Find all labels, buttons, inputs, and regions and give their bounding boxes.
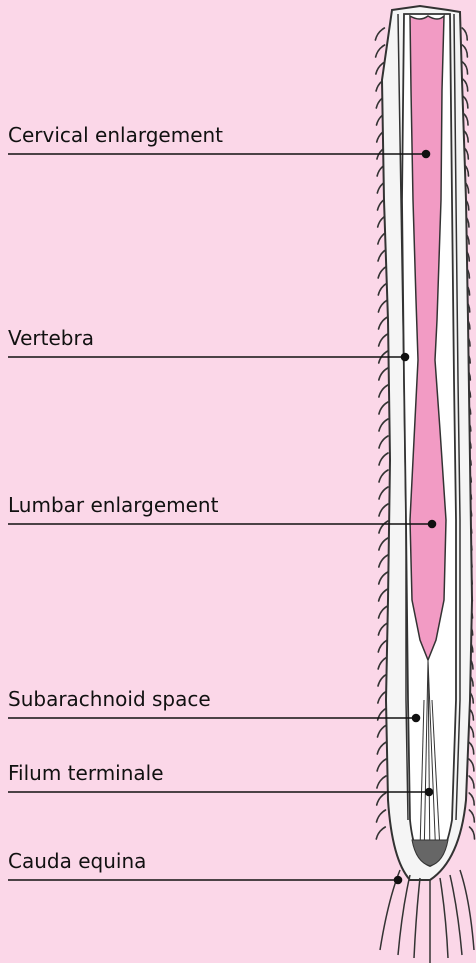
nerve-root-right xyxy=(469,810,474,822)
nerve-root-left xyxy=(379,521,388,533)
nerve-root-left xyxy=(378,300,387,312)
nerve-root-left xyxy=(379,334,388,346)
nerve-root-left xyxy=(376,45,385,57)
nerve-root-right xyxy=(462,28,467,40)
label-cervical-enlargement: Cervical enlargement xyxy=(8,124,223,146)
nerve-root-left xyxy=(376,827,385,839)
nerve-root-left xyxy=(379,555,388,567)
nerve-root-left xyxy=(377,776,386,788)
nerve-root-right xyxy=(469,776,474,788)
nerve-root-left xyxy=(379,368,388,380)
nerve-root-left xyxy=(377,725,386,737)
leader-dot-cauda xyxy=(395,877,402,884)
nerve-root-right xyxy=(462,45,467,57)
nerve-root-left xyxy=(379,317,388,329)
label-filum-terminale: Filum terminale xyxy=(8,762,164,784)
label-cauda-equina: Cauda equina xyxy=(8,850,146,872)
nerve-root-left xyxy=(377,759,386,771)
nerve-root-left xyxy=(377,793,386,805)
nerve-root-left xyxy=(379,606,388,618)
nerve-root-right xyxy=(469,759,474,771)
nerve-root-left xyxy=(379,470,388,482)
label-lumbar-enlargement: Lumbar enlargement xyxy=(8,494,218,516)
label-vertebra: Vertebra xyxy=(8,327,94,349)
nerve-root-left xyxy=(379,504,388,516)
nerve-root-left xyxy=(376,810,385,822)
nerve-root-right xyxy=(469,793,474,805)
nerve-root-left xyxy=(378,623,387,635)
nerve-root-left xyxy=(379,487,388,499)
nerve-root-left xyxy=(379,419,388,431)
nerve-root-left xyxy=(379,589,388,601)
leader-dot-subarachnoid xyxy=(413,715,420,722)
nerve-root-left xyxy=(379,538,388,550)
leader-dot-filum xyxy=(426,789,433,796)
nerve-root-left xyxy=(379,453,388,465)
leader-dot-cervical xyxy=(423,151,430,158)
nerve-root-right xyxy=(463,62,468,74)
nerve-root-left xyxy=(379,572,388,584)
nerve-root-left xyxy=(378,640,387,652)
nerve-root-right xyxy=(469,742,474,754)
nerve-root-right xyxy=(463,79,468,91)
nerve-root-left xyxy=(379,402,388,414)
label-subarachnoid-space: Subarachnoid space xyxy=(8,688,211,710)
lower-nerve-roots xyxy=(380,870,474,963)
nerve-root-right xyxy=(470,827,475,839)
nerve-root-left xyxy=(379,385,388,397)
nerve-root-left xyxy=(379,436,388,448)
nerve-root-left xyxy=(375,28,384,40)
leader-dot-vertebra xyxy=(402,354,409,361)
nerve-root-left xyxy=(377,742,386,754)
leader-dot-lumbar xyxy=(429,521,436,528)
